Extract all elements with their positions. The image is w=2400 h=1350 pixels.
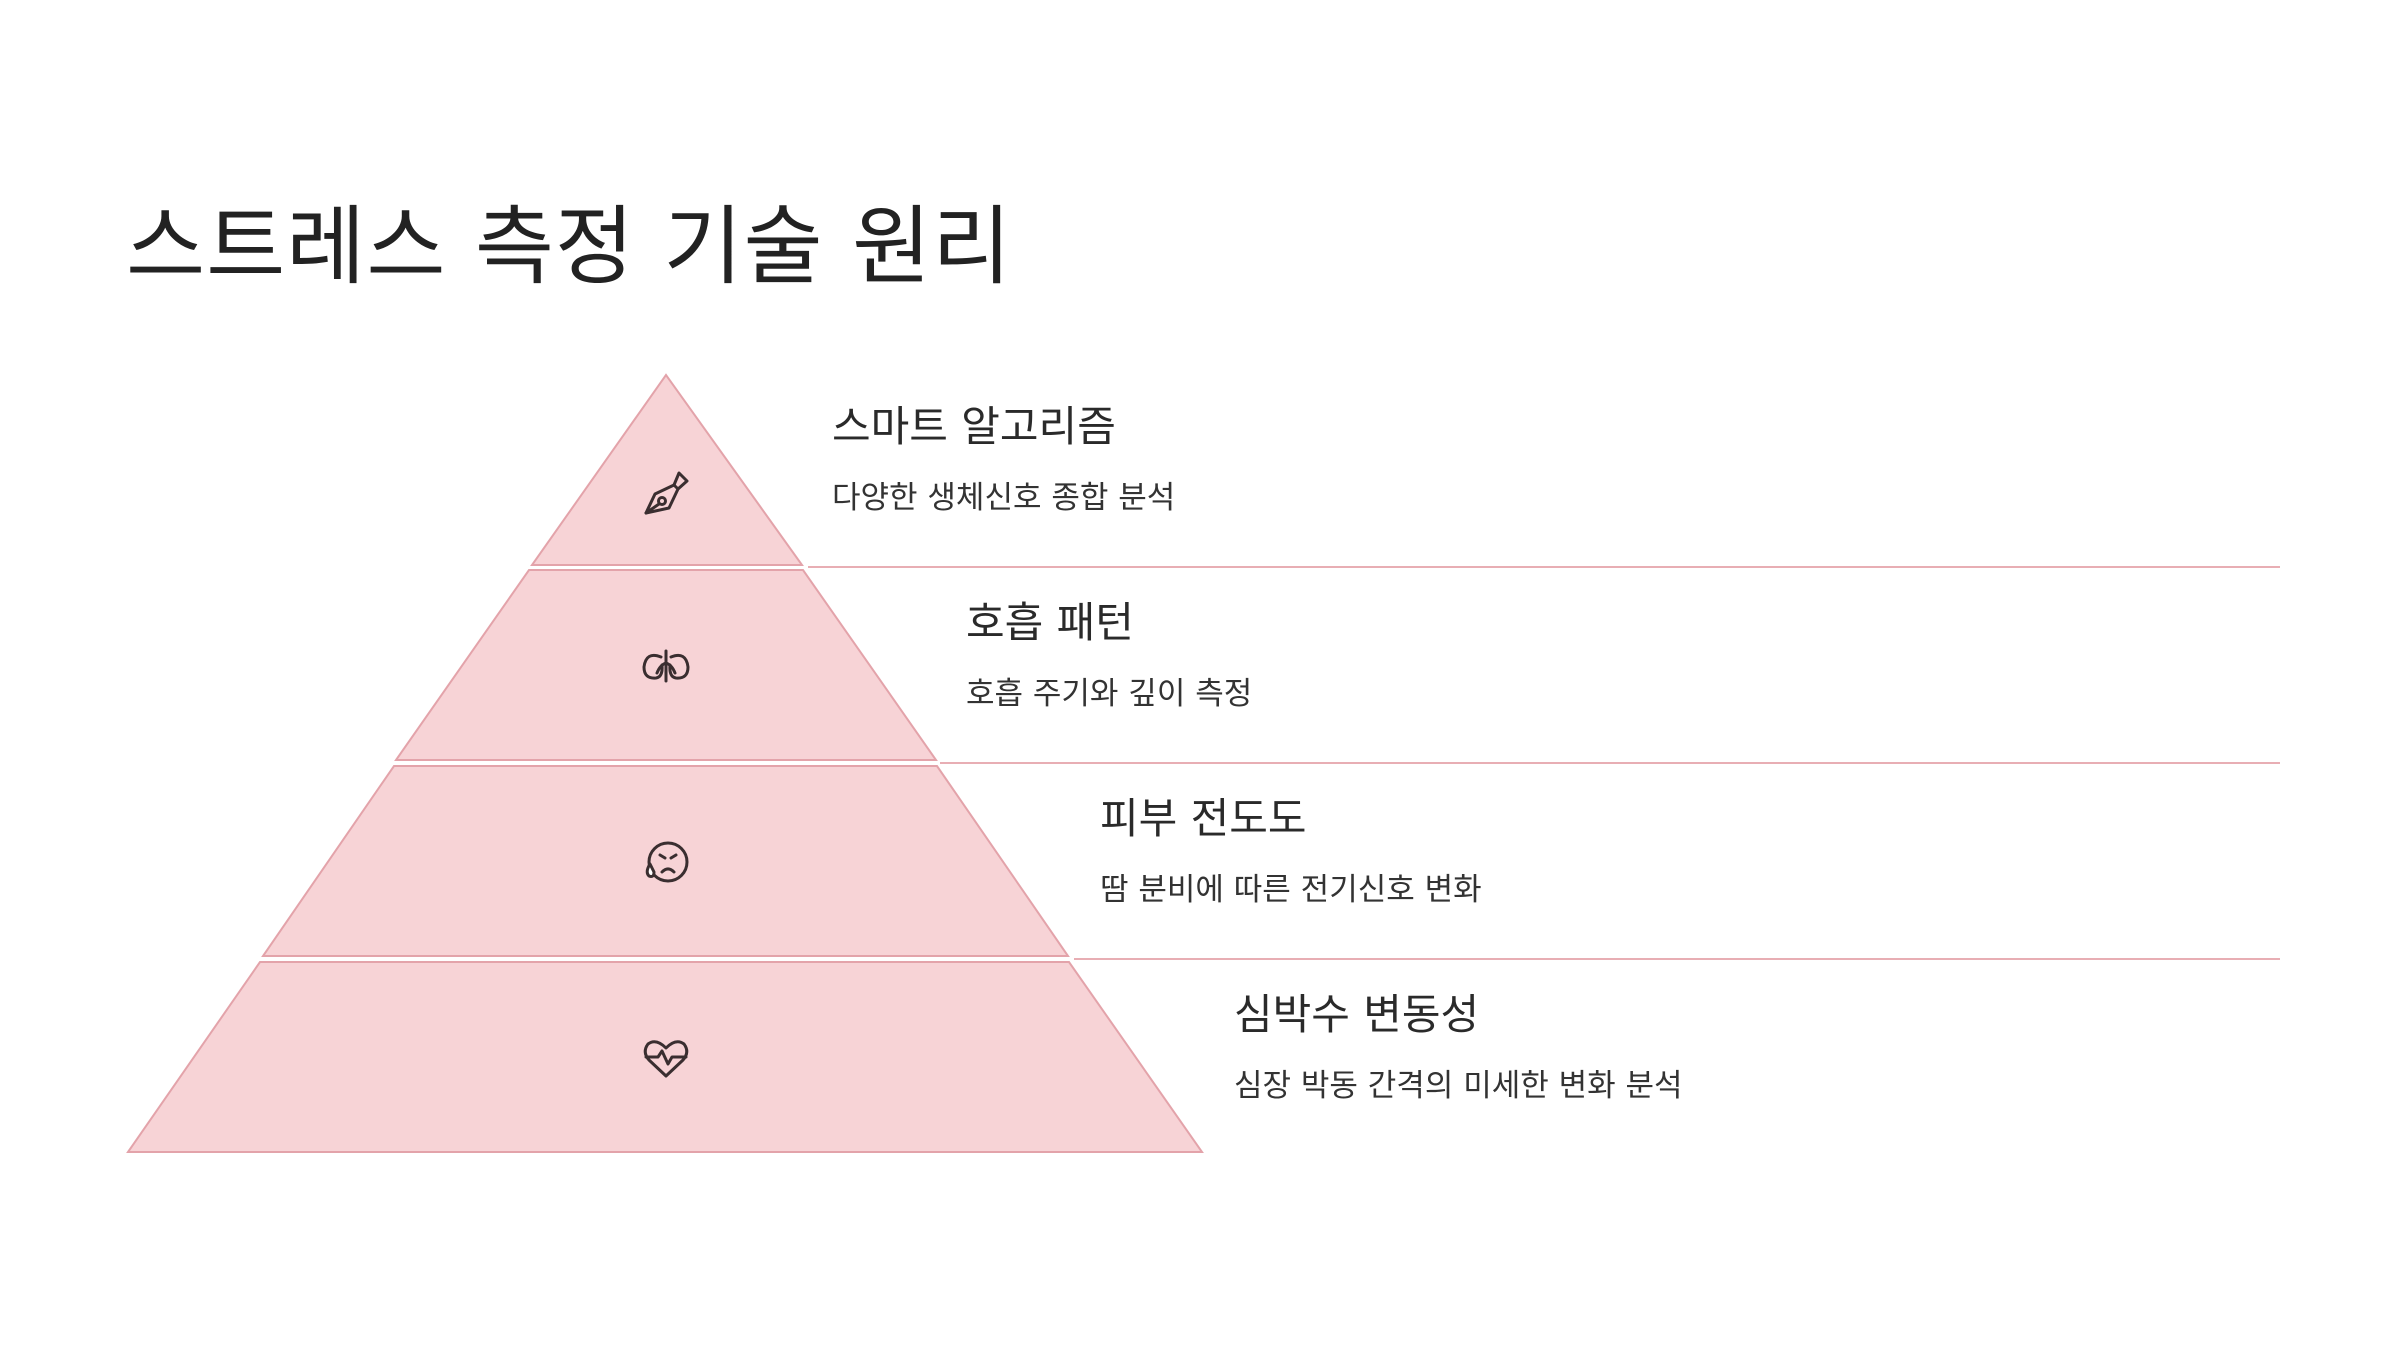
level-heading: 스마트 알고리즘 xyxy=(832,402,1116,451)
level-heading: 피부 전도도 xyxy=(1100,794,1307,843)
level-text-1: 스마트 알고리즘 다양한 생체신호 종합 분석 xyxy=(832,402,1175,518)
level-heading: 호흡 패턴 xyxy=(966,598,1134,647)
level-text-4: 심박수 변동성 심장 박동 간격의 미세한 변화 분석 xyxy=(1234,990,1683,1106)
level-description: 다양한 생체신호 종합 분석 xyxy=(832,480,1176,517)
level-description: 호흡 주기와 깊이 측정 xyxy=(966,676,1253,713)
page-title: 스트레스 측정 기술 원리 xyxy=(126,197,1013,297)
heart-pulse-icon xyxy=(643,1040,689,1078)
pyramid-tier-1 xyxy=(530,373,804,566)
sweat-face-icon xyxy=(645,841,689,883)
level-heading: 심박수 변동성 xyxy=(1234,990,1480,1039)
level-description: 심장 박동 간격의 미세한 변화 분석 xyxy=(1234,1068,1683,1105)
level-text-2: 호흡 패턴 호흡 주기와 깊이 측정 xyxy=(966,598,1252,714)
level-text-3: 피부 전도도 땀 분비에 따른 전기신호 변화 xyxy=(1100,794,1482,910)
pyramid-tier-3 xyxy=(261,765,1070,957)
level-description: 땀 분비에 따른 전기신호 변화 xyxy=(1100,872,1482,909)
lungs-icon xyxy=(642,649,690,683)
pen-nib-icon xyxy=(644,471,689,515)
